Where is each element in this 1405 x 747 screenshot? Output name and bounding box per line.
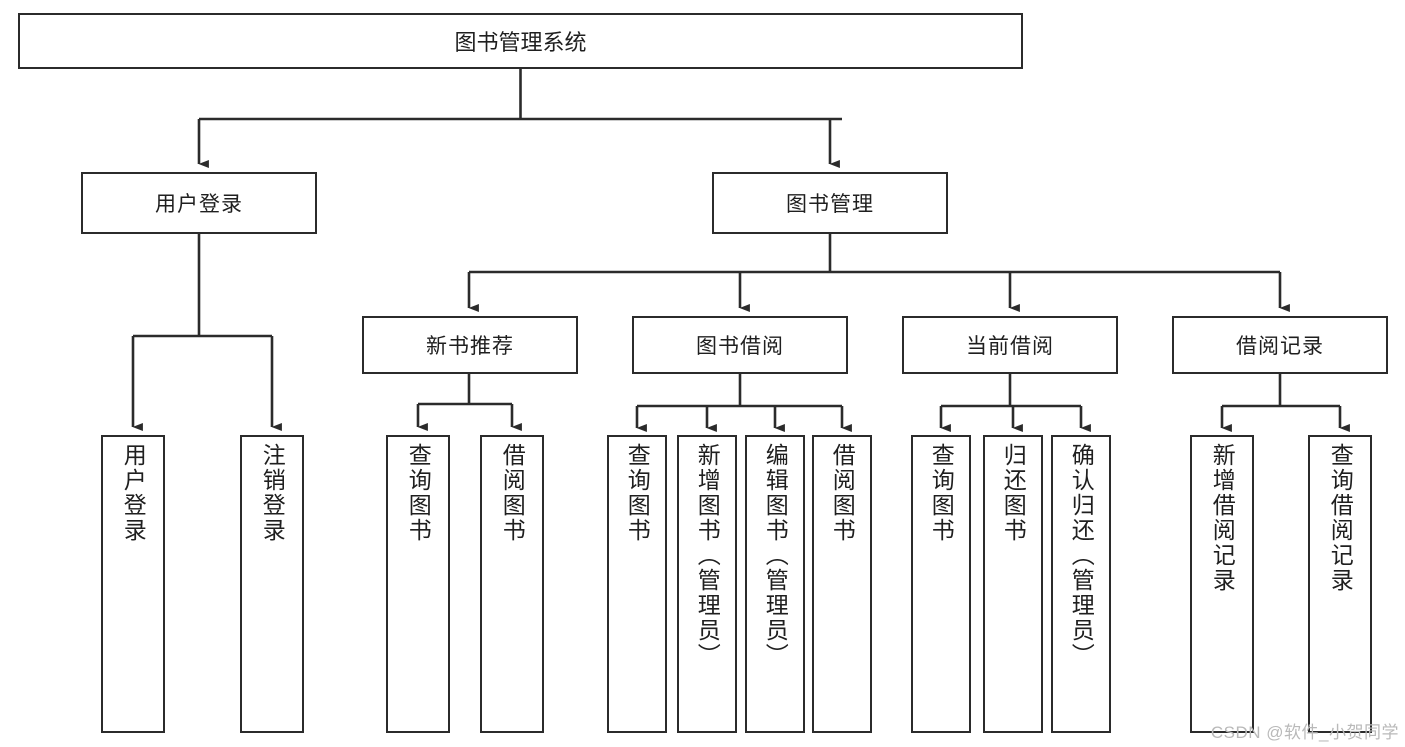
- leaf-borrow-query-book[interactable]: 查询图书: [607, 435, 667, 733]
- node-book-borrow[interactable]: 图书借阅: [632, 316, 848, 374]
- leaf-borrow-query-book-label: 查询图书: [624, 443, 651, 543]
- leaf-recommend-borrow-book[interactable]: 借阅图书: [480, 435, 544, 733]
- node-user-login-label: 用户登录: [155, 193, 243, 216]
- node-root[interactable]: 图书管理系统: [18, 13, 1023, 69]
- node-current-borrow-label: 当前借阅: [966, 335, 1054, 358]
- node-book-borrow-label: 图书借阅: [696, 335, 784, 358]
- leaf-recommend-borrow-book-label: 借阅图书: [499, 443, 526, 543]
- leaf-add-borrow-record-label: 新增借阅记录: [1209, 443, 1236, 593]
- node-user-login[interactable]: 用户登录: [81, 172, 317, 234]
- leaf-recommend-query-book-label: 查询图书: [405, 443, 432, 543]
- leaf-edit-book-admin[interactable]: 编辑图书（管理员）: [745, 435, 805, 733]
- leaf-return-book-label: 归还图书: [1000, 443, 1027, 543]
- leaf-confirm-return-admin[interactable]: 确认归还（管理员）: [1051, 435, 1111, 733]
- leaf-return-book[interactable]: 归还图书: [983, 435, 1043, 733]
- leaf-user-logout[interactable]: 注销登录: [240, 435, 304, 733]
- node-root-label: 图书管理系统: [454, 30, 587, 55]
- node-new-book-recommend-label: 新书推荐: [426, 335, 514, 358]
- node-new-book-recommend[interactable]: 新书推荐: [362, 316, 578, 374]
- leaf-current-query-book-label: 查询图书: [928, 443, 955, 543]
- leaf-borrow-book-label: 借阅图书: [829, 443, 856, 543]
- leaf-query-borrow-record-label: 查询借阅记录: [1327, 443, 1354, 593]
- node-current-borrow[interactable]: 当前借阅: [902, 316, 1118, 374]
- node-book-management[interactable]: 图书管理: [712, 172, 948, 234]
- node-borrow-records[interactable]: 借阅记录: [1172, 316, 1388, 374]
- leaf-recommend-query-book[interactable]: 查询图书: [386, 435, 450, 733]
- leaf-user-login-label: 用户登录: [120, 443, 147, 543]
- leaf-add-book-admin[interactable]: 新增图书（管理员）: [677, 435, 737, 733]
- leaf-add-book-admin-label: 新增图书（管理员）: [694, 443, 721, 668]
- leaf-current-query-book[interactable]: 查询图书: [911, 435, 971, 733]
- watermark: CSDN @软件_小贺同学: [1210, 723, 1399, 742]
- leaf-query-borrow-record[interactable]: 查询借阅记录: [1308, 435, 1372, 733]
- leaf-user-logout-label: 注销登录: [259, 443, 286, 543]
- leaf-user-login[interactable]: 用户登录: [101, 435, 165, 733]
- node-borrow-records-label: 借阅记录: [1236, 335, 1324, 358]
- node-book-management-label: 图书管理: [786, 193, 874, 216]
- leaf-confirm-return-admin-label: 确认归还（管理员）: [1068, 443, 1095, 668]
- leaf-add-borrow-record[interactable]: 新增借阅记录: [1190, 435, 1254, 733]
- leaf-borrow-book[interactable]: 借阅图书: [812, 435, 872, 733]
- leaf-edit-book-admin-label: 编辑图书（管理员）: [762, 443, 789, 668]
